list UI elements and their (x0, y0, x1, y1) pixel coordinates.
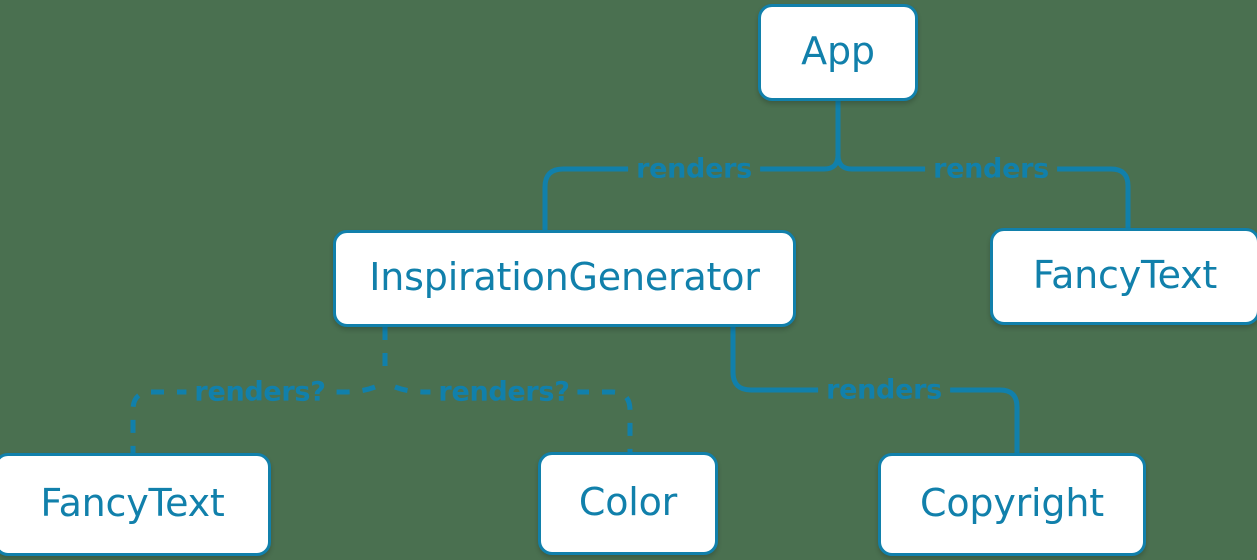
node-fancytext-right-label: FancyText (1032, 253, 1218, 297)
node-app[interactable]: App (758, 4, 918, 101)
edge-inspirationgenerator-to-color (394, 384, 432, 395)
edge-label-inspirationgenerator-to-color: renders? (430, 378, 578, 406)
edge-inspirationgenerator-to-fancytext-bottom-2 (130, 389, 190, 453)
edge-label-inspirationgenerator-to-fancytext: renders? (186, 378, 334, 406)
edge-label-app-to-fancytext: renders (925, 155, 1057, 183)
edge-app-to-inspirationgenerator-2 (542, 166, 639, 233)
edge-inspirationgenerator-to-copyright (730, 324, 821, 393)
node-fancytext-bottom-label: FancyText (40, 481, 225, 525)
node-color[interactable]: Color (538, 452, 718, 555)
edge-inspirationgenerator-to-fancytext-bottom (330, 384, 376, 395)
node-fancytext-right[interactable]: FancyText (990, 228, 1257, 325)
node-color-label: Color (578, 480, 678, 524)
edge-inspirationgenerator-to-color-2 (576, 389, 633, 452)
edge-label-app-to-inspirationgenerator: renders (628, 155, 760, 183)
edge-inspirationgenerator-to-copyright-2 (947, 387, 1020, 456)
edge-label-inspirationgenerator-to-copyright: renders (818, 376, 950, 404)
node-fancytext-bottom[interactable]: FancyText (0, 453, 271, 556)
node-app-label: App (801, 29, 875, 73)
node-copyright[interactable]: Copyright (878, 453, 1146, 556)
edge-app-stub-left (821, 152, 841, 172)
node-inspirationgenerator-label: InspirationGenerator (369, 255, 760, 299)
edge-app-to-fancytext-right-2 (1054, 166, 1131, 231)
node-inspirationgenerator[interactable]: InspirationGenerator (333, 230, 796, 327)
edge-app-stub (835, 98, 855, 172)
node-copyright-label: Copyright (920, 481, 1104, 525)
